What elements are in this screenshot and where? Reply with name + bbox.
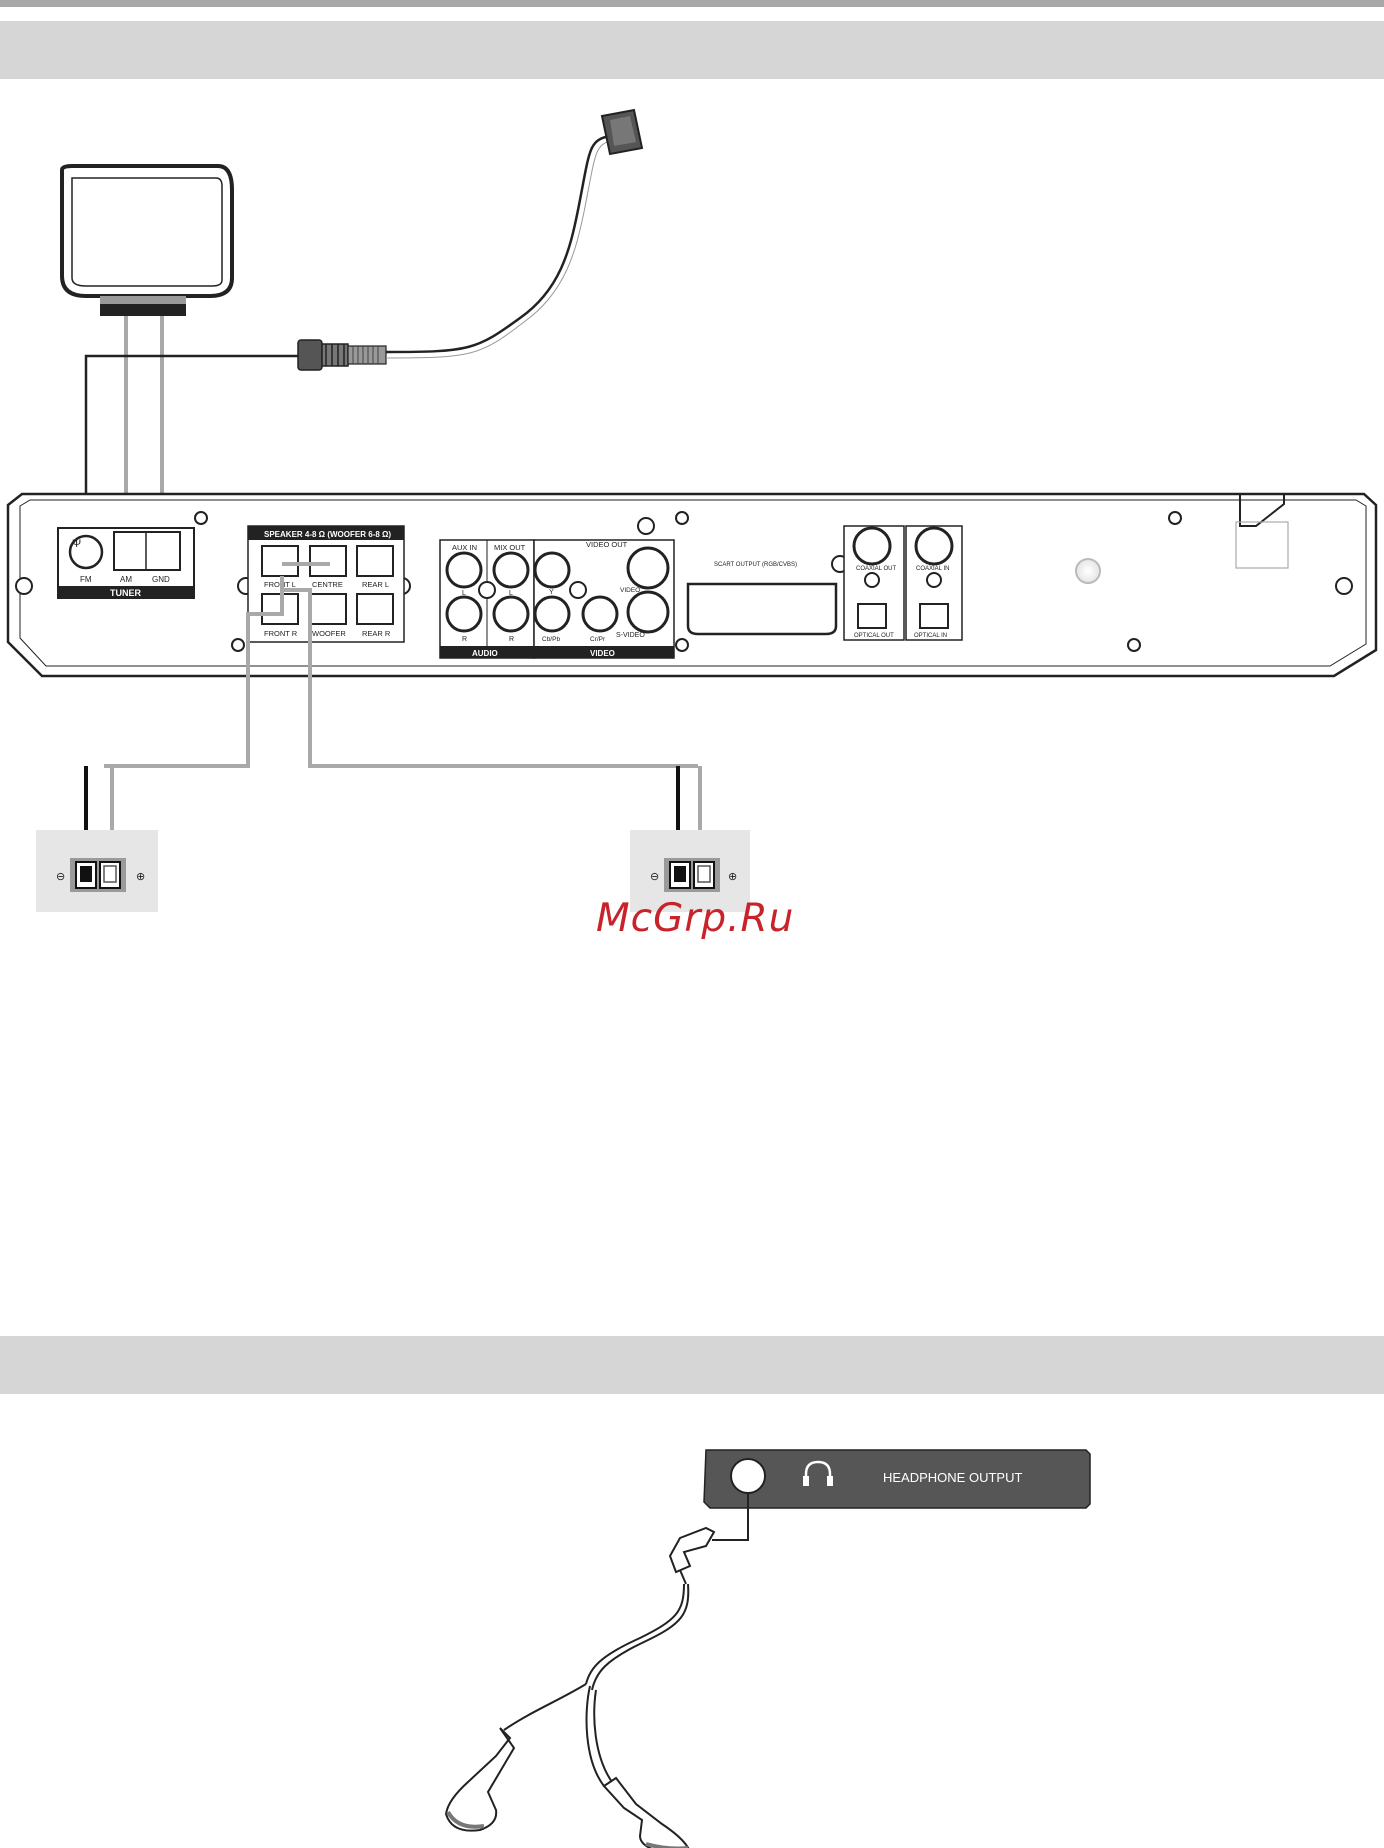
label-video-out: VIDEO OUT [586, 540, 628, 549]
label-l-mix: L [509, 590, 513, 597]
headphone-cable [504, 1584, 688, 1786]
audio-jack-group [440, 540, 534, 658]
speaker-left-minus: ⊖ [56, 871, 65, 883]
label-centre: CENTRE [312, 580, 343, 589]
label-woofer: WOOFER [312, 629, 346, 638]
digital-out-group [844, 526, 904, 640]
label-front-l: FRONT L [264, 580, 296, 589]
speaker-left-plus: ⊕ [136, 871, 145, 883]
label-optical-out: OPTICAL OUT [854, 633, 894, 639]
label-l-aux: L [462, 590, 466, 597]
label-scart: SCART OUTPUT (RGB/CVBS) [714, 562, 797, 568]
label-y: Y [549, 589, 554, 596]
label-am: AM [120, 575, 132, 584]
digital-in-group [906, 526, 962, 640]
label-rear-r: REAR R [362, 629, 391, 638]
svg-text:Ψ: Ψ [72, 538, 81, 550]
label-gnd: GND [152, 575, 170, 584]
label-tuner: TUNER [110, 588, 141, 598]
label-front-r: FRONT R [264, 629, 298, 638]
label-speaker-header: SPEAKER 4-8 Ω (WOOFER 6-8 Ω) [264, 530, 391, 539]
label-fm: FM [80, 575, 92, 584]
label-aux-in: AUX IN [452, 543, 477, 552]
label-svideo: S-VIDEO [616, 632, 645, 639]
label-coaxial-in: COAXIAL IN [916, 566, 949, 572]
label-cbpb: Cb/Pb [542, 636, 560, 643]
label-audio: AUDIO [472, 649, 498, 658]
label-optical-in: OPTICAL IN [914, 633, 947, 639]
speaker-right-plus: ⊕ [728, 871, 737, 883]
label-r-mix: R [509, 636, 514, 643]
earbud-right [604, 1778, 690, 1848]
label-video-composite: VIDEO [620, 587, 640, 594]
speaker-wires-negative [86, 766, 678, 864]
label-headphone-output: HEADPHONE OUTPUT [883, 1470, 1022, 1485]
label-r-aux: R [462, 636, 467, 643]
scart-connector [688, 584, 836, 634]
label-rear-l: REAR L [362, 580, 389, 589]
earbud-left [446, 1728, 514, 1831]
label-video-group: VIDEO [590, 649, 615, 658]
label-crpr: Cr/Pr [590, 636, 606, 643]
label-coaxial-out: COAXIAL OUT [856, 566, 896, 572]
label-mix-out: MIX OUT [494, 543, 526, 552]
watermark: McGrp.Ru [596, 896, 794, 941]
am-loop-antenna [62, 166, 232, 316]
speaker-right-minus: ⊖ [650, 871, 659, 883]
